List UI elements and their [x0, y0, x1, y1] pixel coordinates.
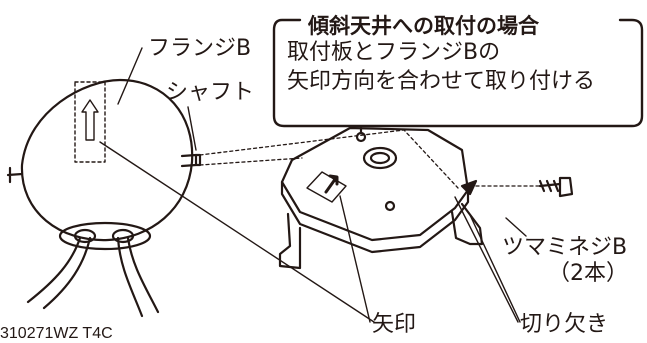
callout-title: 傾斜天井への取付の場合	[304, 10, 543, 40]
shaft	[180, 153, 202, 168]
figure-code: 310271WZ T4C	[0, 325, 113, 342]
plate-center-hole	[362, 146, 398, 170]
flange-arrow-mark	[81, 99, 99, 141]
callout-frame	[272, 18, 644, 128]
label-flange-b: フランジB	[148, 36, 252, 61]
cable-left	[26, 236, 92, 310]
notch-arrow	[460, 179, 478, 196]
plate-leg-right	[450, 202, 484, 246]
left-stub	[6, 166, 24, 184]
flange-leader	[117, 47, 143, 105]
label-notch: 切り欠き	[520, 312, 609, 337]
callout-body: 取付板とフランジBの 矢印方向を合わせて取り付ける	[287, 38, 595, 96]
knob-screw-b	[538, 176, 574, 198]
label-shaft: シャフト	[166, 80, 255, 105]
flange-b-outline	[74, 81, 106, 163]
plate-leg-left	[278, 212, 302, 270]
label-quantity: （2本）	[548, 261, 628, 286]
cable-entry	[58, 221, 152, 251]
callout-line-2: 矢印方向を合わせて取り付ける	[287, 69, 596, 94]
label-knob-screw-b: ツマミネジB	[502, 235, 628, 260]
shaft-leader	[187, 106, 197, 151]
label-arrow-mark: 矢印	[372, 312, 417, 337]
callout-line-1: 取付板とフランジBの	[287, 40, 501, 65]
plate-arrow-mark	[306, 171, 347, 203]
cable-right	[116, 236, 160, 318]
